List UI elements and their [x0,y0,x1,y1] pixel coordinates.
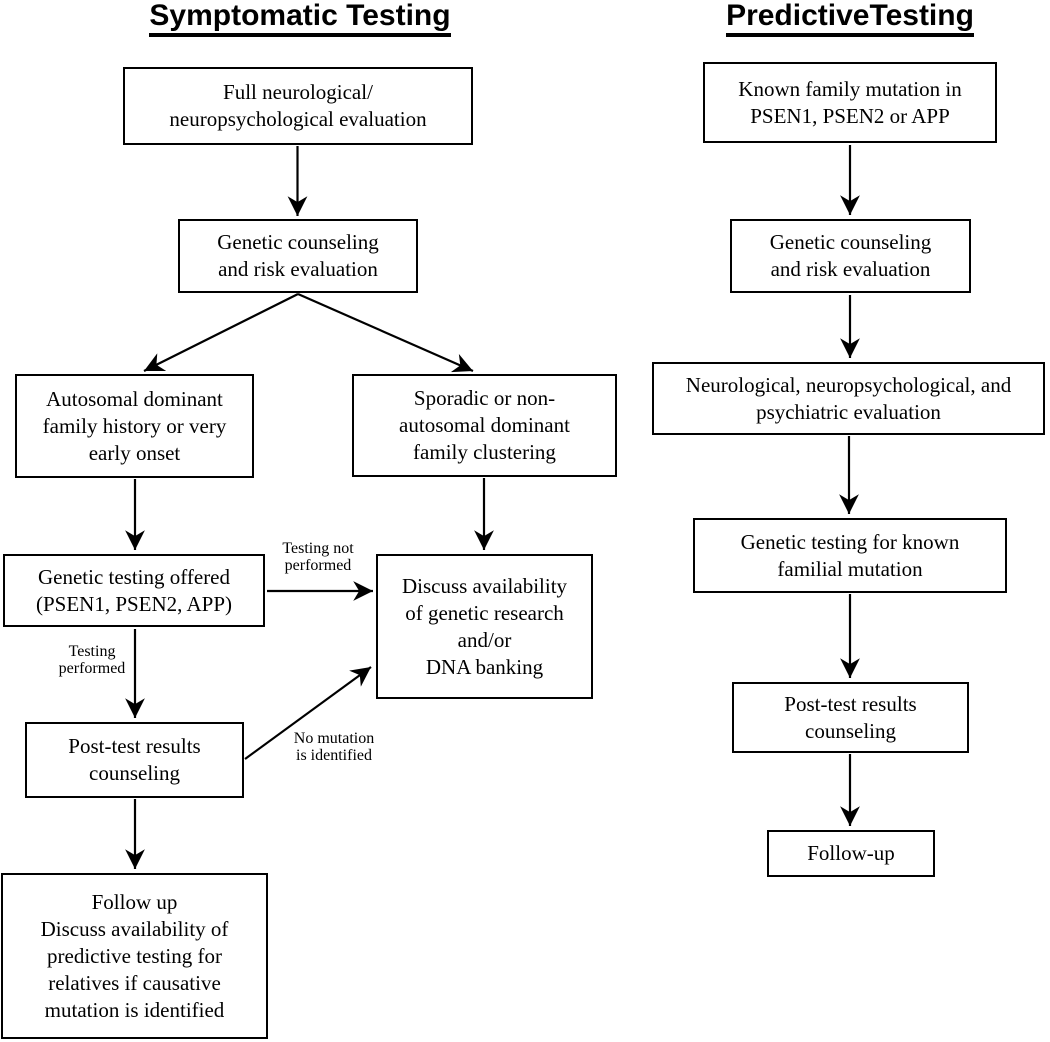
box-neuro-psych-evaluation: Neurological, neuropsychological, and ps… [652,362,1045,435]
box-genetic-testing-offered: Genetic testing offered (PSEN1, PSEN2, A… [3,554,265,627]
box-discuss-availability-text: Discuss availability of genetic research… [401,573,568,679]
arrow-counseling-to-sporadic [297,292,474,373]
box-genetic-counseling-left: Genetic counseling and risk evaluation [178,219,418,293]
left-column-title: Symptomatic Testing [123,0,477,37]
arrow-counseling-to-autosomal [143,293,299,372]
box-sporadic: Sporadic or non- autosomal dominant fami… [352,374,617,477]
right-column-title-text: PredictiveTesting [726,0,974,37]
box-followup-left-text: Follow up Discuss availability of predic… [40,889,229,1022]
box-followup-right-text: Follow-up [807,841,895,865]
box-posttest-counseling-left-text: Post-test results counseling [68,734,201,785]
label-no-mutation-identified: No mutation is identified [293,730,375,764]
left-column-title-text: Symptomatic Testing [149,0,451,37]
box-genetic-counseling-left-text: Genetic counseling and risk evaluation [217,230,379,281]
box-autosomal-dominant-text: Autosomal dominant family history or ver… [42,386,227,465]
right-column-title: PredictiveTesting [700,0,1000,37]
box-followup-right: Follow-up [767,830,935,877]
box-sporadic-text: Sporadic or non- autosomal dominant fami… [399,386,570,464]
box-genetic-counseling-right-text: Genetic counseling and risk evaluation [769,230,932,281]
box-known-family-mutation-text: Known family mutation in PSEN1, PSEN2 or… [738,76,962,128]
box-full-neurological-evaluation-text: Full neurological/ neuropsychological ev… [169,80,427,131]
box-genetic-counseling-right: Genetic counseling and risk evaluation [730,219,971,293]
box-posttest-counseling-left: Post-test results counseling [25,722,244,798]
box-discuss-availability: Discuss availability of genetic research… [376,554,593,699]
box-full-neurological-evaluation: Full neurological/ neuropsychological ev… [123,67,473,145]
box-posttest-counseling-right-text: Post-test results counseling [784,691,917,743]
label-testing-performed: Testing performed [58,643,126,677]
box-genetic-testing-known-mutation-text: Genetic testing for known familial mutat… [740,529,960,581]
box-followup-left: Follow up Discuss availability of predic… [1,873,268,1039]
box-neuro-psych-evaluation-text: Neurological, neuropsychological, and ps… [685,372,1012,424]
box-posttest-counseling-right: Post-test results counseling [732,682,969,753]
label-testing-not-performed: Testing not performed [282,540,354,574]
box-genetic-testing-offered-text: Genetic testing offered (PSEN1, PSEN2, A… [35,564,233,616]
box-known-family-mutation: Known family mutation in PSEN1, PSEN2 or… [703,62,997,143]
arrow-posttest-to-discuss [244,666,372,760]
box-autosomal-dominant: Autosomal dominant family history or ver… [15,374,254,478]
box-genetic-testing-known-mutation: Genetic testing for known familial mutat… [693,518,1007,593]
